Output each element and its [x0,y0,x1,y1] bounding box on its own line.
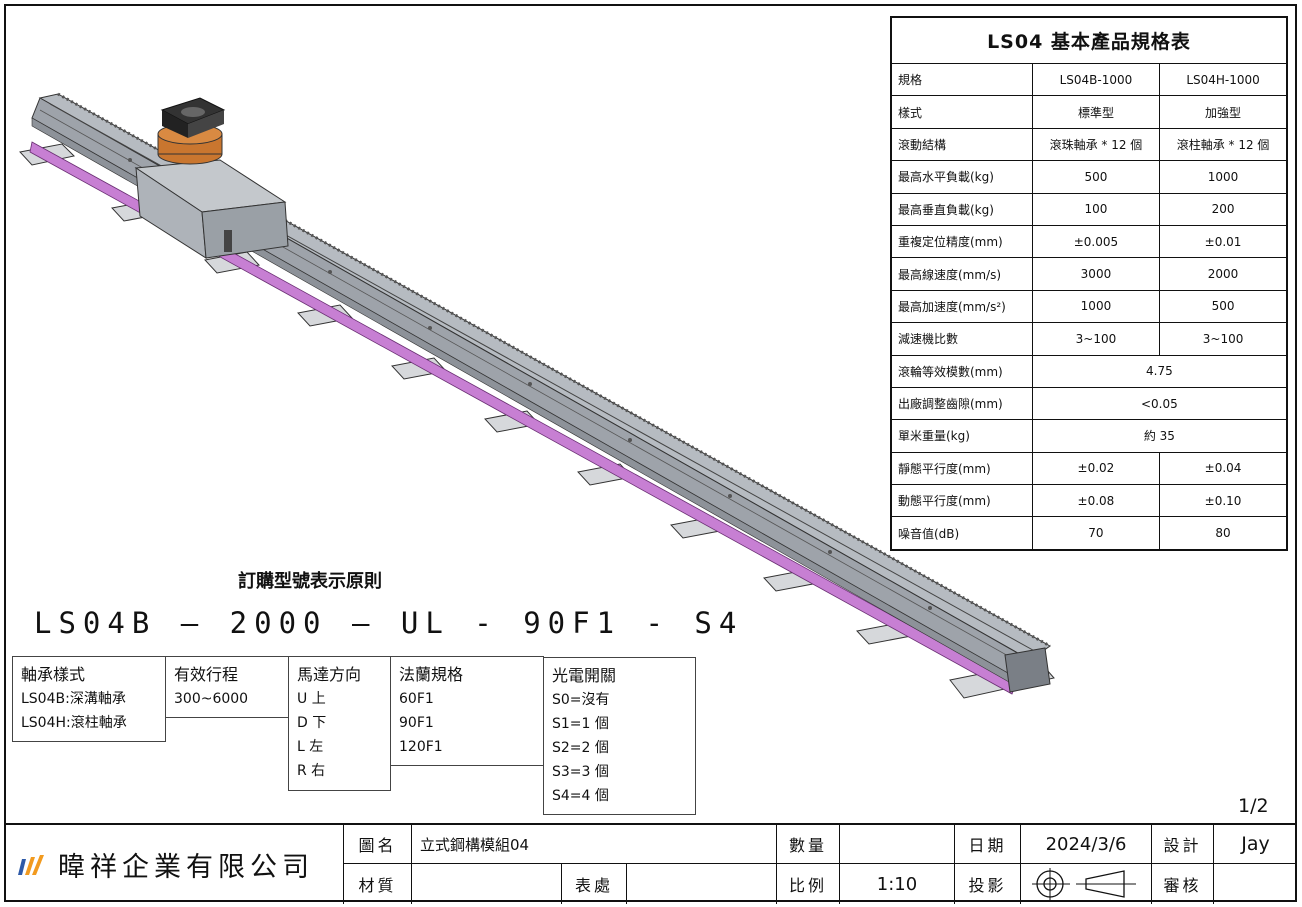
spec-row-label: 滾動結構 [890,127,1033,162]
flange-line: 60F1 [399,691,434,707]
spec-value: 3~100 [1159,322,1288,356]
sensor-line: S3=3 個 [552,764,609,780]
spec-table-title: LS04 基本產品規格表 [890,16,1288,64]
spec-value: 200 [1159,192,1288,226]
spec-value: 加強型 [1159,95,1288,129]
spec-header-cell: LS04H-1000 [1159,62,1288,97]
scale-value: 1:10 [839,864,954,904]
spec-row-label: 重複定位精度(mm) [890,224,1033,259]
spec-value: 滾珠軸承 * 12 個 [1031,127,1161,162]
projection-label: 投影 [954,864,1020,904]
sensor-line: S4=4 個 [552,788,609,804]
spec-row-label: 最高加速度(mm/s²) [890,289,1033,324]
spec-row-label: 最高水平負載(kg) [890,160,1033,194]
flange-head: 法蘭規格 [399,665,464,684]
third-angle-projection-icon [1032,868,1136,900]
flange-box: 法蘭規格 60F1 90F1 120F1 [390,656,544,766]
stroke-head: 有效行程 [174,665,239,684]
spec-value: 70 [1031,516,1161,551]
drawing-frame [4,4,1297,902]
material-value [411,864,561,904]
spec-value: ±0.04 [1159,451,1288,486]
sensor-line: S2=2 個 [552,740,609,756]
spec-header-cell: LS04B-1000 [1031,62,1161,97]
spec-value: 100 [1031,192,1161,226]
spec-value: 500 [1159,289,1288,324]
design-label: 設計 [1151,825,1213,863]
motor-direction-line: D 下 [297,715,327,731]
spec-row-label: 最高垂直負載(kg) [890,192,1033,226]
date-label: 日期 [954,825,1020,863]
bearing-style-line: LS04H:滾柱軸承 [21,715,127,731]
sensor-line: S1=1 個 [552,716,609,732]
spec-value: 滾柱軸承 * 12 個 [1159,127,1288,162]
spec-value: ±0.005 [1031,224,1161,259]
sensor-box: 光電開關 S0=沒有 S1=1 個 S2=2 個 S3=3 個 S4=4 個 [543,657,696,815]
company-logo-icon [18,854,44,875]
spec-row-label: 動態平行度(mm) [890,484,1033,518]
sensor-line: S0=沒有 [552,692,610,708]
drawing-name-label: 圖名 [343,825,411,863]
spec-value: 4.75 [1031,354,1288,388]
bearing-style-box: 軸承樣式 LS04B:深溝軸承 LS04H:滾柱軸承 [12,656,166,742]
material-label: 材質 [343,864,411,904]
spec-row-label: 單米重量(kg) [890,419,1033,453]
spec-value: 3~100 [1031,322,1161,356]
drawing-name: 立式鋼構模組04 [411,825,776,863]
motor-direction-line: L 左 [297,739,324,755]
spec-value: 80 [1159,516,1288,551]
spec-value: 500 [1031,160,1161,194]
spec-value: ±0.01 [1159,224,1288,259]
spec-row-label: 最高線速度(mm/s) [890,257,1033,291]
projection-symbol [1020,864,1151,904]
sensor-head: 光電開關 [552,666,617,685]
spec-value: 標準型 [1031,95,1161,129]
spec-value: ±0.10 [1159,484,1288,518]
spec-table: LS04 基本產品規格表 規格 LS04B-1000 LS04H-1000 樣式… [890,16,1288,551]
spec-row-label: 出廠調整齒隙(mm) [890,386,1033,421]
designer-value: Jay [1213,825,1297,863]
order-code-title: 訂購型號表示原則 [238,571,382,592]
motor-direction-head: 馬達方向 [297,665,362,684]
spec-value: 2000 [1159,257,1288,291]
company-name: 暐祥企業有限公司 [58,852,314,883]
flange-line: 120F1 [399,739,443,755]
spec-row-label: 靜態平行度(mm) [890,451,1033,486]
spec-value: <0.05 [1031,386,1288,421]
company-name-block: 暐祥企業有限公司 [16,845,314,884]
motor-direction-line: U 上 [297,691,326,707]
quantity-value [839,825,954,863]
flange-line: 90F1 [399,715,434,731]
spec-header-cell: 規格 [890,62,1033,97]
stroke-box: 有效行程 300~6000 [165,656,289,718]
spec-value: 3000 [1031,257,1161,291]
scale-label: 比例 [776,864,839,904]
order-code-example: LS04B – 2000 – UL - 90F1 - S4 [34,606,744,640]
stroke-line: 300~6000 [174,691,249,707]
spec-value: ±0.02 [1031,451,1161,486]
spec-value: 1000 [1031,289,1161,324]
motor-direction-box: 馬達方向 U 上 D 下 L 左 R 右 [288,656,391,791]
date-value: 2024/3/6 [1020,825,1151,863]
review-label: 審核 [1151,864,1213,904]
spec-row-label: 噪音值(dB) [890,516,1033,551]
spec-value: ±0.08 [1031,484,1161,518]
rail-module-drawing [19,92,1055,699]
spec-row-label: 樣式 [890,95,1033,129]
surface-label: 表處 [561,864,626,904]
bearing-style-head: 軸承樣式 [21,665,86,684]
spec-value: 1000 [1159,160,1288,194]
spec-row-label: 減速機比數 [890,322,1033,356]
page-number: 1/2 [1238,795,1269,817]
bearing-style-line: LS04B:深溝軸承 [21,691,126,707]
surface-value [626,864,776,904]
spec-row-label: 滾輪等效模數(mm) [890,354,1033,388]
motor-direction-line: R 右 [297,763,326,779]
spec-value: 約 35 [1031,419,1288,453]
title-block: 暐祥企業有限公司 圖名 立式鋼構模組04 材質 表處 數量 比例 1:10 日期… [4,823,1297,904]
reviewer-value [1213,864,1297,904]
quantity-label: 數量 [776,825,839,863]
